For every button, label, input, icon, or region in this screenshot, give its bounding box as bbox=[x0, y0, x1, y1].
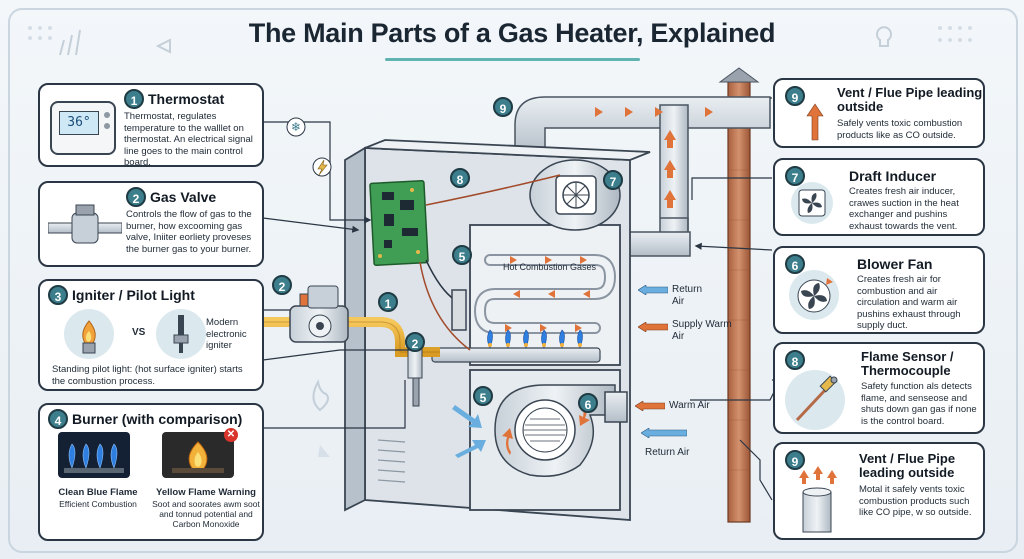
marker-sensor: 8 bbox=[450, 168, 470, 189]
card-title: Blower Fan bbox=[857, 256, 933, 272]
marker-blower: 5 bbox=[473, 386, 493, 407]
snowflake-icon: ❄ bbox=[286, 117, 306, 137]
return-air-bottom-arrow bbox=[641, 428, 687, 438]
clean-flame-title: Clean Blue Flame bbox=[58, 487, 138, 498]
gas-valve-icon bbox=[48, 201, 122, 251]
blower-icon bbox=[789, 270, 839, 320]
card-description: Controls the flow of gas to the burner, … bbox=[126, 209, 252, 255]
igniter-caption: Standing pilot light: (hot surface ignit… bbox=[52, 364, 243, 387]
thermostat-display: 36° bbox=[59, 111, 99, 135]
card-description: Safety function als detects flame, and s… bbox=[861, 381, 977, 427]
supply-warm-air-label: Supply Warm Air bbox=[672, 319, 732, 342]
card-number: 7 bbox=[785, 166, 805, 187]
svg-text:❄: ❄ bbox=[291, 120, 301, 134]
card-number: 3 bbox=[48, 285, 68, 306]
card-title: Igniter / Pilot Light bbox=[72, 287, 195, 303]
card-number: 2 bbox=[126, 187, 146, 208]
gas-flow-arrows bbox=[505, 256, 590, 332]
card-gas-valve: 2 Gas Valve Controls the flow of gas to … bbox=[38, 181, 264, 267]
card-title: Thermostat bbox=[148, 91, 225, 107]
card-burner: 4 Burner (with comparison) ✕ Clean Blue … bbox=[38, 403, 264, 541]
card-title: Gas Valve bbox=[150, 189, 217, 205]
warm-air-arrow bbox=[635, 401, 665, 411]
card-title: Vent / Flue Pipe leading outside bbox=[859, 451, 956, 480]
card-number: 8 bbox=[785, 350, 805, 371]
lightbulb-icon bbox=[876, 26, 892, 47]
vs-label: VS bbox=[132, 327, 146, 338]
card-title: Vent / Flue Pipe leading outside bbox=[837, 85, 983, 114]
chimney-pipe bbox=[718, 67, 760, 523]
marker-thermostat: 1 bbox=[378, 292, 398, 313]
fan-icon bbox=[791, 182, 833, 224]
card-description: Creates fresh air for combustion and air… bbox=[857, 274, 961, 331]
flue-pipe-icon bbox=[789, 464, 845, 534]
vent-arrow-icon bbox=[805, 102, 825, 142]
marker-gas-valve: 2 bbox=[272, 275, 292, 296]
return-air-top-label: Return Air bbox=[672, 284, 703, 307]
card-number: 4 bbox=[48, 409, 68, 430]
burner-flames bbox=[431, 329, 601, 363]
triangle-decor-icon bbox=[318, 445, 330, 457]
flame-outline-icon bbox=[312, 379, 329, 412]
pilot-flame-icon bbox=[64, 309, 114, 359]
title-underline bbox=[385, 58, 640, 61]
outer-frame bbox=[8, 8, 1018, 553]
leader-lines bbox=[262, 97, 781, 501]
electronic-igniter-icon bbox=[156, 309, 206, 359]
signal-bars-icon bbox=[59, 29, 81, 56]
modern-igniter-label: Modern electronic igniter bbox=[206, 317, 247, 351]
clean-flame-subtitle: Efficient Combustion bbox=[59, 499, 137, 509]
card-description: Creates fresh air inducer, crawes suctio… bbox=[849, 186, 959, 232]
yellow-flame-title: Yellow Flame Warning bbox=[156, 487, 256, 498]
card-title: Flame Sensor / Thermocouple bbox=[861, 349, 954, 378]
card-vent-top: 9 Vent / Flue Pipe leading outside Safel… bbox=[773, 78, 985, 148]
card-number: 9 bbox=[785, 86, 805, 107]
flue-duct bbox=[514, 96, 771, 257]
hot-gases-label: Hot Combustion Gases bbox=[503, 262, 597, 272]
marker-burner-valve: 2 bbox=[405, 332, 425, 353]
supply-air-arrow bbox=[638, 322, 668, 332]
blue-flame-image bbox=[58, 432, 130, 478]
marker-fan: 6 bbox=[578, 393, 598, 414]
wiring bbox=[419, 174, 561, 351]
card-igniter: 3 Igniter / Pilot Light VS Modern electr… bbox=[38, 279, 264, 391]
yellow-flame-subtitle: Soot and soorates awm soot and tonnud po… bbox=[152, 499, 260, 529]
warning-x-icon: ✕ bbox=[224, 428, 238, 442]
marker-vent: 9 bbox=[493, 97, 513, 118]
card-number: 9 bbox=[785, 450, 805, 471]
marker-inducer: 7 bbox=[603, 170, 623, 191]
return-air-top-arrow bbox=[638, 285, 668, 295]
card-blower-fan: 6 Blower Fan Creates fresh air for combu… bbox=[773, 246, 985, 334]
thermostat-icon: 36° bbox=[50, 101, 116, 155]
card-draft-inducer: 7 Draft Inducer Creates fresh air induce… bbox=[773, 158, 985, 236]
sensor-probe-icon bbox=[785, 370, 845, 430]
card-description: Motal it safely vents toxic combustion p… bbox=[859, 484, 972, 518]
card-thermostat: 36° 1 Thermostat Thermostat, regulates t… bbox=[38, 83, 264, 168]
control-board bbox=[369, 179, 429, 267]
card-number: 6 bbox=[785, 254, 805, 275]
yellow-flame-image: ✕ bbox=[162, 428, 238, 478]
lightning-icon bbox=[312, 157, 332, 177]
marker-exchanger: 5 bbox=[452, 245, 472, 266]
card-description: Thermostat, regulates temperature to the… bbox=[124, 111, 253, 168]
return-air-bottom-label: Return Air bbox=[645, 447, 690, 458]
card-title: Draft Inducer bbox=[849, 168, 937, 184]
gas-line bbox=[258, 285, 440, 407]
card-description: Safely vents toxic combustion products l… bbox=[837, 118, 963, 141]
card-flame-sensor: 8 Flame Sensor / Thermocouple Safety fun… bbox=[773, 342, 985, 434]
card-title: Burner (with comparison) bbox=[72, 411, 243, 427]
card-vent-bottom: 9 Vent / Flue Pipe leading outside Motal… bbox=[773, 442, 985, 540]
arrow-outline-icon bbox=[155, 38, 171, 54]
warm-air-label: Warm Air bbox=[669, 400, 710, 411]
page-title: The Main Parts of a Gas Heater, Explaine… bbox=[248, 18, 776, 48]
decorative-dots bbox=[28, 26, 972, 42]
intake-arrows bbox=[452, 405, 486, 458]
card-number: 1 bbox=[124, 89, 144, 110]
